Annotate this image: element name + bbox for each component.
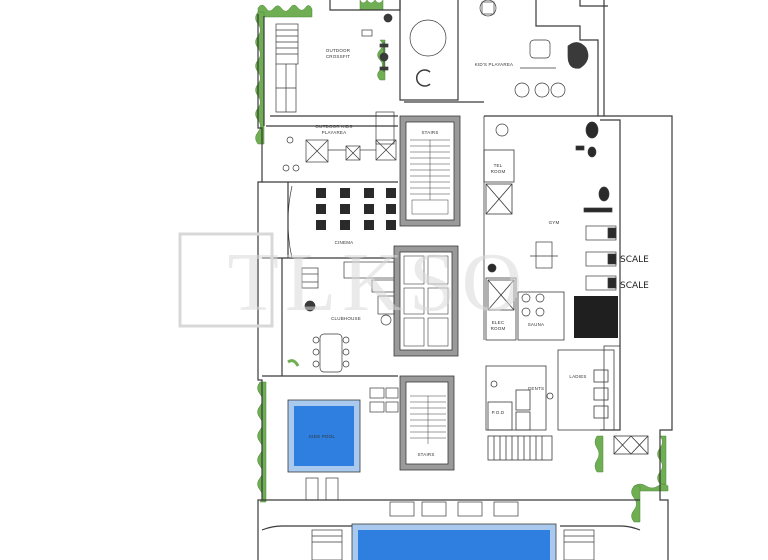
greenery-left-upper xyxy=(255,11,265,145)
right-boxes xyxy=(603,345,649,455)
greenery-top-mid xyxy=(359,0,384,11)
climbing-frame xyxy=(275,23,299,65)
elec-room xyxy=(485,277,517,341)
dining-table xyxy=(319,333,343,373)
label-kids-playarea: KID'S PLAYAREA xyxy=(475,62,514,67)
armchair-icon xyxy=(380,314,392,326)
label-gents: GENTS xyxy=(528,386,545,391)
label-clubhouse: CLUBHOUSE xyxy=(331,316,361,321)
greenery-right-d xyxy=(657,435,667,485)
bar-counter xyxy=(343,261,395,279)
kids-playarea-equipment xyxy=(409,0,589,98)
ladies-room xyxy=(557,349,615,431)
punching-bag-icon xyxy=(585,121,599,139)
service-rooms xyxy=(483,116,565,341)
label-tel-room-1: TEL xyxy=(494,163,503,168)
label-stairs-bottom: STAIRS xyxy=(417,452,434,457)
lift-cars xyxy=(403,255,449,347)
gym-equipment xyxy=(487,121,617,317)
greenery-right-a xyxy=(594,435,604,473)
label-outdoor-kids-2: PLAYAREA xyxy=(322,130,347,135)
label-sauna: SAUNA xyxy=(528,322,545,327)
label-cinema: CINEMA xyxy=(335,240,354,245)
greenery-top xyxy=(257,4,313,18)
kids-pool xyxy=(287,399,361,473)
merry-go-round-2 xyxy=(534,82,550,98)
weight-machine-icon xyxy=(530,241,558,269)
main-pool xyxy=(351,523,557,560)
sauna-room xyxy=(517,291,565,341)
label-gym: GYM xyxy=(549,220,560,225)
table-round xyxy=(479,0,497,17)
play-sculpture xyxy=(567,42,589,69)
merry-go-round-3 xyxy=(550,82,566,98)
east-wall xyxy=(604,115,673,560)
pod-room xyxy=(487,401,513,431)
cinema-seat xyxy=(316,188,326,198)
greenery-right-c xyxy=(631,485,641,523)
merry-go-round-1 xyxy=(514,82,530,98)
sandpit-2 xyxy=(345,145,361,161)
core-blocks xyxy=(393,115,461,471)
north-wall-b xyxy=(399,0,459,101)
play-dome xyxy=(409,19,447,57)
label-ladies: LADIES xyxy=(569,374,586,379)
cinema-seats xyxy=(316,188,396,230)
sandpit-1 xyxy=(305,139,329,163)
barbell-icon xyxy=(379,42,389,72)
stool-icon xyxy=(286,136,294,144)
label-stairs-top: STAIRS xyxy=(421,130,438,135)
stair-treads-top xyxy=(410,139,450,215)
north-wall-c xyxy=(535,0,605,117)
dumbbell-rack xyxy=(583,207,613,213)
sauna-dark-block xyxy=(574,296,618,338)
label-outdoor-kids-1: OUTDOOR KIDS xyxy=(315,124,352,129)
outdoor-kids-equipment xyxy=(282,111,397,172)
label-elec-room-1: ELEC xyxy=(492,320,505,325)
outer-walls xyxy=(257,0,673,560)
loungers xyxy=(305,387,595,560)
toilet-block xyxy=(485,349,615,461)
scale-label-1: SCALE xyxy=(620,255,649,265)
clubhouse-furniture xyxy=(287,261,395,373)
cinema-screen xyxy=(287,185,293,259)
label-kids-pool: KIDS POOL xyxy=(309,434,335,439)
stair-treads-bottom xyxy=(410,395,446,444)
label-elec-room-2: ROOM xyxy=(491,326,506,331)
room-labels: OUTDOOR CROSSFIT KID'S PLAYAREA OUTDOOR … xyxy=(309,48,586,457)
label-outdoor-crossfit-1: OUTDOOR xyxy=(326,48,351,53)
pool-table xyxy=(301,267,319,289)
slide-block xyxy=(375,111,395,145)
label-tel-room-2: ROOM xyxy=(491,169,506,174)
east-inner-wall xyxy=(600,119,621,431)
label-pod: P.O.D xyxy=(492,410,505,415)
label-outdoor-crossfit-2: CROSSFIT xyxy=(326,54,350,59)
scale-label-2: SCALE xyxy=(620,281,649,291)
round-table-icon xyxy=(304,300,316,312)
play-table xyxy=(529,39,551,59)
weight-plate-icon xyxy=(383,13,393,23)
crossfit-equipment xyxy=(275,13,393,113)
